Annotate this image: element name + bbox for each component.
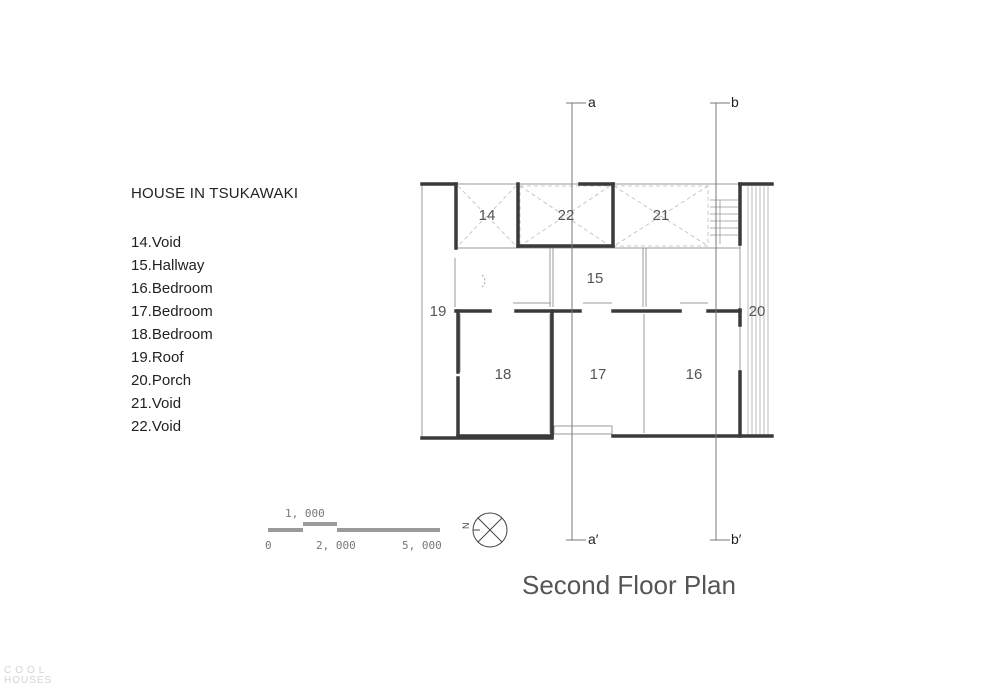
- north-label: N: [461, 523, 471, 530]
- north-arrow-icon: [472, 512, 508, 548]
- brand-line: HOUSES: [4, 675, 53, 686]
- void-marks: [457, 185, 709, 247]
- legend-item: 14.Void: [131, 234, 182, 251]
- brand-line: COOL: [4, 665, 49, 676]
- legend-item: 19.Roof: [131, 349, 184, 366]
- legend-item: 18.Bedroom: [131, 326, 213, 343]
- walls: [420, 182, 774, 440]
- room-number: 15: [587, 270, 604, 287]
- scale-label-mid: 2, 000: [316, 539, 356, 552]
- legend-item: 20.Porch: [131, 372, 192, 389]
- brand-logo: COOL HOUSES: [4, 666, 52, 686]
- room-number: 22: [558, 207, 575, 224]
- section-marker-b: b: [731, 94, 739, 110]
- stair: [710, 199, 738, 244]
- room-number: 20: [749, 303, 766, 320]
- plan-title: Second Floor Plan: [522, 570, 736, 600]
- legend-item: 16.Bedroom: [131, 280, 213, 297]
- porch-decking: [747, 186, 769, 436]
- legend-item: 22.Void: [131, 418, 182, 435]
- legend-item: 21.Void: [131, 395, 182, 412]
- room-number: 17: [590, 366, 607, 383]
- scale-label-top: 1, 000: [285, 507, 325, 520]
- room-number: 18: [495, 366, 512, 383]
- scale-label-zero: 0: [265, 539, 272, 552]
- room-legend: 14.Void 15.Hallway 16.Bedroom 17.Bedroom…: [131, 231, 213, 438]
- section-marker-a: a: [588, 94, 596, 110]
- project-title: HOUSE IN TSUKAWAKI: [131, 185, 299, 202]
- section-marker-a-prime: a′: [588, 531, 599, 547]
- section-lines: [566, 102, 730, 541]
- scale-bar: [268, 522, 440, 532]
- section-marker-b-prime: b′: [731, 531, 742, 547]
- hallway-arc-icon: [481, 274, 486, 288]
- room-number: 16: [686, 366, 703, 383]
- room-number: 19: [430, 303, 447, 320]
- scale-label-end: 5, 000: [402, 539, 442, 552]
- room-number: 21: [653, 207, 670, 224]
- legend-item: 17.Bedroom: [131, 303, 213, 320]
- legend-item: 15.Hallway: [131, 257, 205, 274]
- room-number: 14: [479, 207, 496, 224]
